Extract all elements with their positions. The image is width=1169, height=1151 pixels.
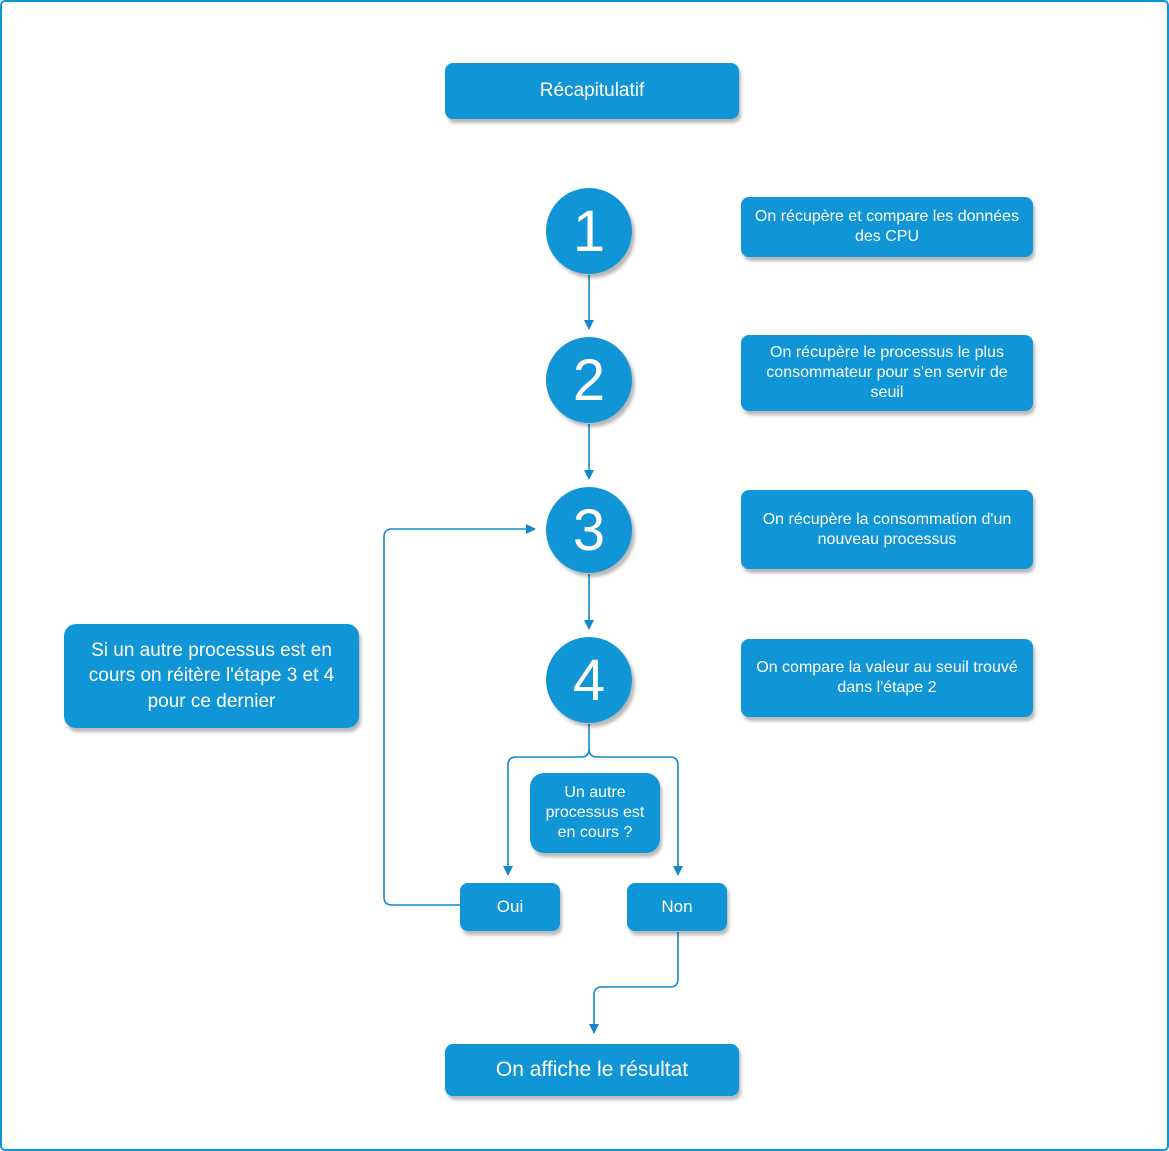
decision-yes-box: Oui bbox=[460, 883, 560, 931]
step-2-number: 2 bbox=[572, 347, 606, 413]
step-4-number: 4 bbox=[572, 647, 606, 713]
loop-note-box: Si un autre processus est en cours on ré… bbox=[64, 624, 359, 728]
flowchart-title: Récapitulatif bbox=[445, 63, 739, 119]
arrow-no-to-result bbox=[589, 932, 679, 1034]
step-3-number: 3 bbox=[572, 497, 606, 563]
step-2-circle: 2 bbox=[546, 337, 632, 423]
decision-question-box: Un autre processus est en cours ? bbox=[530, 773, 660, 853]
step-4-circle: 4 bbox=[546, 637, 632, 723]
step-2-description: On récupère le processus le plus consomm… bbox=[741, 335, 1033, 411]
step-1-description: On récupère et compare les données des C… bbox=[741, 197, 1033, 257]
step-3-description: On récupère la consommation d'un nouveau… bbox=[741, 490, 1033, 569]
step-1-circle: 1 bbox=[546, 188, 632, 274]
decision-no-box: Non bbox=[627, 883, 727, 931]
step-3-circle: 3 bbox=[546, 487, 632, 573]
step-4-description: On compare la valeur au seuil trouvé dan… bbox=[741, 639, 1033, 717]
step-1-number: 1 bbox=[572, 198, 606, 264]
result-box: On affiche le résultat bbox=[445, 1044, 739, 1096]
arrow-yes-loop-to-step3 bbox=[383, 524, 536, 906]
